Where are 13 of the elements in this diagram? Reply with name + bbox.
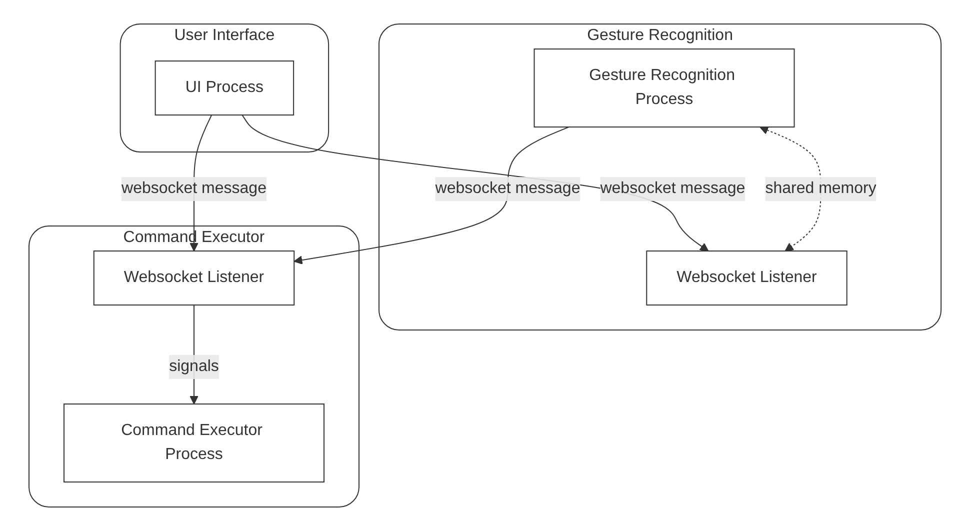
edge-label: websocket message	[436, 180, 581, 197]
arrow	[242, 114, 710, 252]
edge-label: shared memory	[766, 180, 877, 197]
node-box: UI Process	[155, 60, 295, 116]
edge-label: websocket message	[122, 180, 267, 197]
node-box: Gesture Recognition Process	[534, 48, 796, 128]
node-box: Websocket Listener	[94, 250, 296, 306]
edge-label: signals	[170, 358, 220, 375]
node-box: Websocket Listener	[646, 250, 848, 306]
edge-label: websocket message	[600, 180, 746, 197]
node-box: Command Executor Process	[64, 404, 325, 482]
arrow	[294, 126, 570, 264]
arrow	[760, 126, 822, 252]
